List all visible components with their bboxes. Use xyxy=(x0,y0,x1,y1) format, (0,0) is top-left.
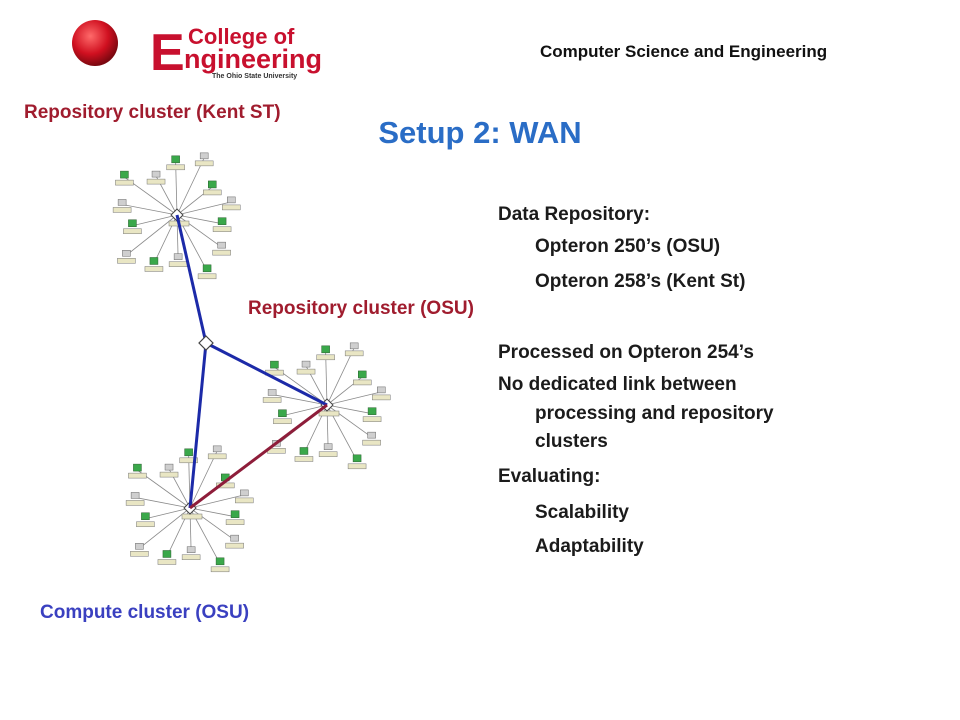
bullet-no-dedicated-link-line1: No dedicated link between xyxy=(498,374,737,395)
bullet-opteron-250: Opteron 250’s (OSU) xyxy=(535,236,721,257)
label-repository-osu: Repository cluster (OSU) xyxy=(248,298,474,319)
logo-tagline: The Ohio State University xyxy=(212,73,297,80)
logo-line-college-of: College of xyxy=(188,24,295,49)
bullet-no-dedicated-link-line2: processing and repository xyxy=(535,403,774,424)
link-router-to-compute xyxy=(188,342,208,509)
label-compute-osu: Compute cluster (OSU) xyxy=(40,602,250,623)
ohio-state-ball-icon xyxy=(72,20,118,66)
cluster-kent xyxy=(112,152,241,280)
slide-title: Setup 2: WAN xyxy=(378,115,582,150)
logo-letter-e: E xyxy=(150,24,185,82)
label-repository-kent: Repository cluster (Kent ST) xyxy=(24,102,281,123)
link-compute-to-osu-repository xyxy=(189,403,328,510)
bullet-evaluating: Evaluating: xyxy=(498,466,601,487)
link-router-to-osu-repository xyxy=(205,341,328,407)
logo-line-engineering: ngineering xyxy=(184,44,322,74)
bullet-data-repository: Data Repository: xyxy=(498,204,651,225)
college-of-engineering-logo: E College of ngineering The Ohio State U… xyxy=(72,20,322,82)
wan-router-node xyxy=(198,335,214,351)
cluster-osu-compute xyxy=(125,445,254,573)
department-name: Computer Science and Engineering xyxy=(540,42,828,61)
bullet-scalability: Scalability xyxy=(535,502,629,523)
bullet-adaptability: Adaptability xyxy=(535,536,644,557)
bullet-opteron-258: Opteron 258’s (Kent St) xyxy=(535,271,746,292)
bullet-no-dedicated-link-line3: clusters xyxy=(535,431,608,452)
wan-network-diagram xyxy=(112,152,391,573)
link-group xyxy=(175,214,328,510)
bullet-processed-on: Processed on Opteron 254’s xyxy=(498,342,754,363)
link-kent-to-router xyxy=(175,214,208,344)
cluster-group xyxy=(112,152,391,573)
